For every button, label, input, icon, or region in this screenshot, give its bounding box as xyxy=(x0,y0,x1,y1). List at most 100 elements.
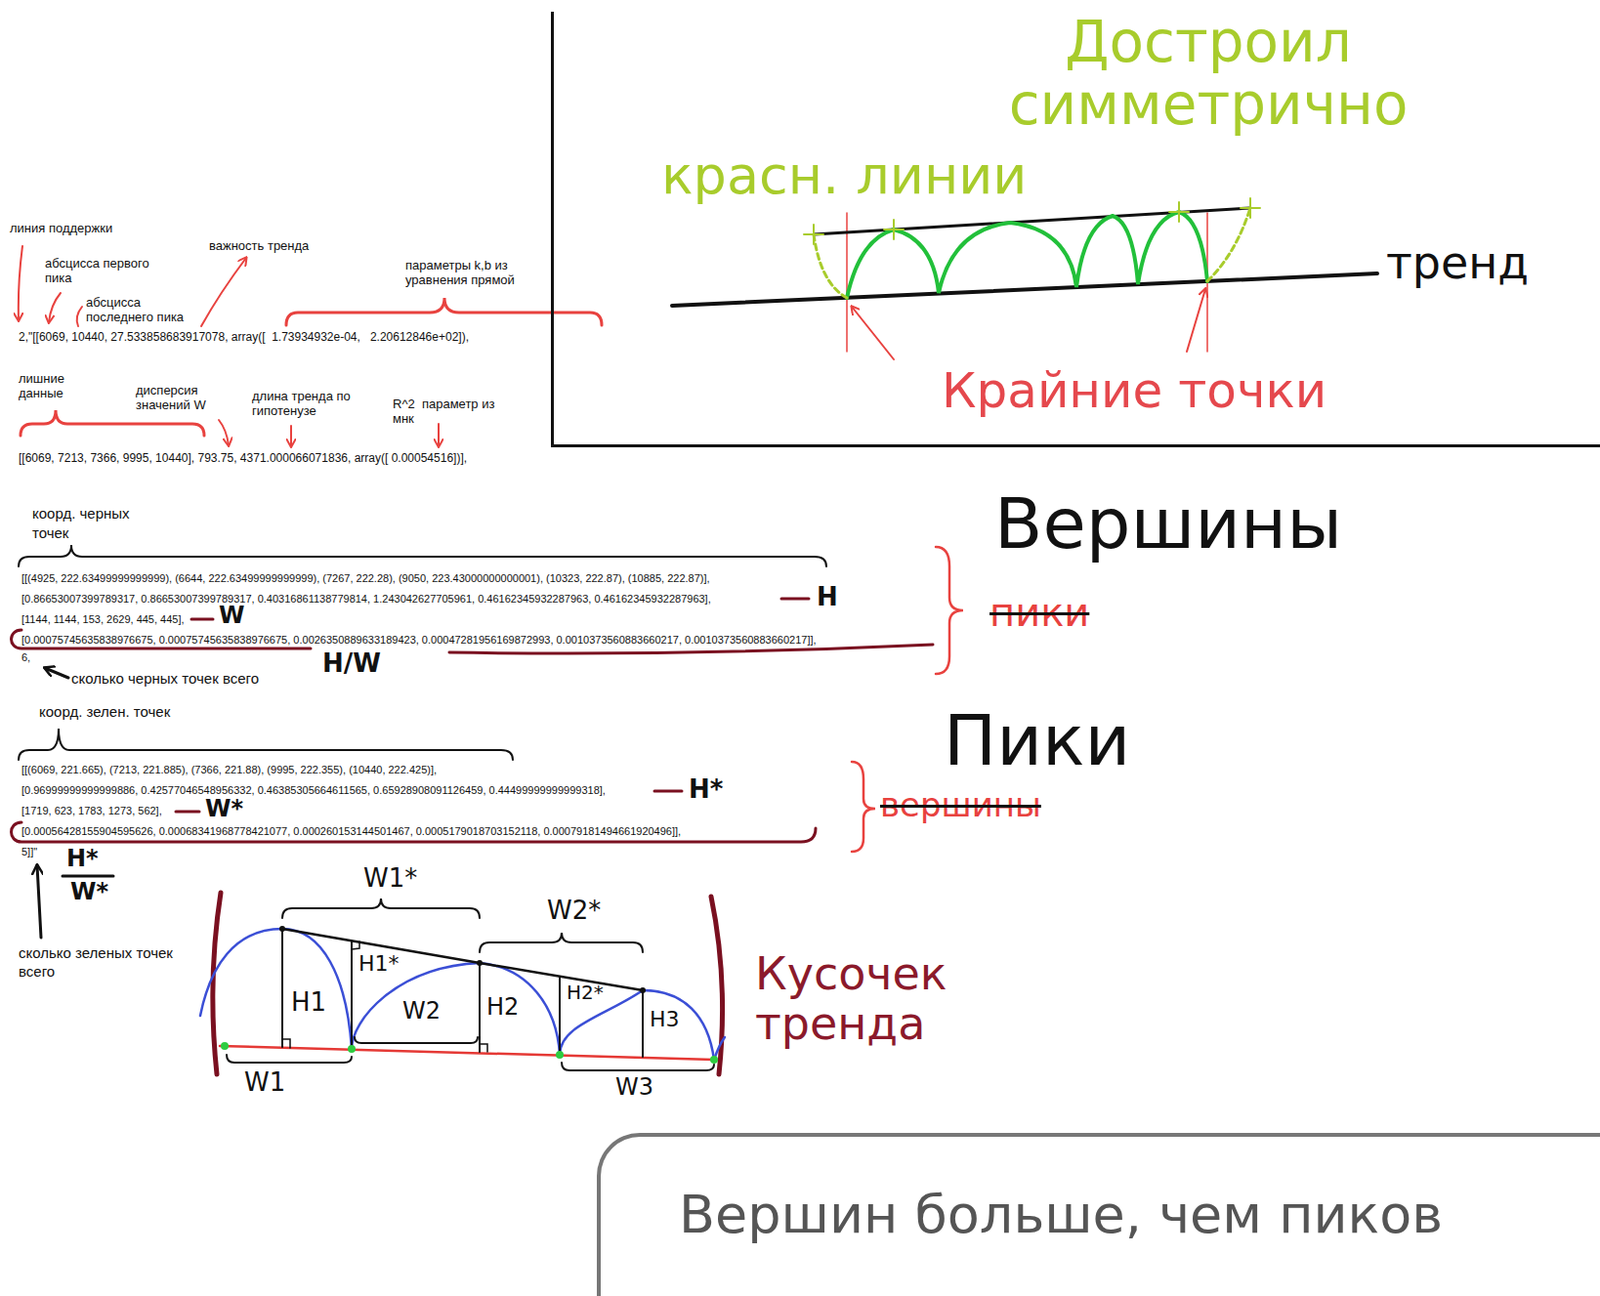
variable-label: W* xyxy=(205,797,244,821)
blue-arc xyxy=(479,963,560,1055)
black-point xyxy=(279,926,286,932)
black-point xyxy=(476,960,483,967)
leader-arrow xyxy=(201,257,247,327)
annotation-label: параметры k,b из уравнения прямой xyxy=(405,257,531,288)
black-braces xyxy=(18,545,827,938)
dimension-label: H3 xyxy=(649,1008,680,1032)
handwritten-heading: Вершины xyxy=(994,488,1343,559)
handwritten-note: тренд xyxy=(1386,236,1529,291)
handwritten-note: Достроил симметрично xyxy=(876,11,1541,137)
handwritten-note: красн. линии xyxy=(661,144,1027,209)
green-point xyxy=(347,1045,356,1053)
width-bracket xyxy=(354,1037,478,1044)
data-line: 2,"[[6069, 10440, 27.533858683917078, ar… xyxy=(18,330,469,344)
data-line: [0.96999999999999886, 0.4257704654895633… xyxy=(21,784,606,798)
handwritten-heading: Кусочек тренда xyxy=(755,949,1078,1049)
annotation-label: сколько черных точек всего xyxy=(71,670,259,688)
struck-word: пики xyxy=(989,591,1090,633)
variable-label: H* xyxy=(688,776,723,802)
curly-bracket xyxy=(851,761,876,852)
annotation-label: R^2 параметр из мнк xyxy=(392,396,512,426)
leader-arrow xyxy=(48,293,61,323)
right-angle-marks xyxy=(282,941,488,1053)
blue-arc xyxy=(642,990,715,1060)
data-line: [[6069, 7213, 7366, 9995, 10440], 793.75… xyxy=(18,451,467,465)
curly-bracket xyxy=(935,547,964,674)
data-line: [1719, 623, 1783, 1273, 562], xyxy=(21,804,163,818)
annotation-label: линия поддержки xyxy=(9,220,113,237)
leader-arrow xyxy=(18,246,23,321)
data-line: 6, xyxy=(21,651,31,665)
fraction-bar xyxy=(62,875,114,879)
pointer-arrow xyxy=(851,306,894,360)
annotation-label: дисперсия значений W xyxy=(135,382,222,413)
fraction-denominator: W* xyxy=(70,879,109,905)
annotation-label: лишние данные xyxy=(18,371,80,401)
trend-piece-sketch xyxy=(200,892,725,1075)
curly-brace xyxy=(18,545,827,567)
dimension-label: H2* xyxy=(566,981,604,1004)
blue-arc xyxy=(200,928,283,1016)
data-line: [0.86653007399789317, 0.8665300739978931… xyxy=(21,592,712,606)
leader-arrow xyxy=(218,420,229,446)
leader-arrow xyxy=(437,423,440,447)
curly-brace xyxy=(18,728,513,760)
dark-red-marks xyxy=(11,598,934,843)
fraction-numerator: H* xyxy=(66,845,99,872)
dimension-label: W1 xyxy=(244,1068,286,1097)
data-line: 5]]" xyxy=(21,845,38,859)
green-point xyxy=(220,1042,229,1051)
pointer-arrow xyxy=(1186,289,1206,352)
variable-label: H xyxy=(816,584,839,610)
annotation-arrows xyxy=(18,246,964,852)
handwritten-note: Вершин больше, чем пиков xyxy=(678,1183,1443,1248)
symmetric-extension xyxy=(813,234,847,298)
data-line: [[(4925, 222.63499999999999), (6644, 222… xyxy=(21,572,711,586)
blue-arc xyxy=(351,963,480,1050)
dimension-label: H2 xyxy=(486,994,519,1020)
dimension-label: W1* xyxy=(363,864,418,893)
leader-arrow xyxy=(290,425,293,447)
baseline xyxy=(219,1046,715,1060)
trend-line xyxy=(672,273,1378,306)
data-line: [0.00075745635838976675, 0.0007574563583… xyxy=(21,633,817,647)
data-line: [1144, 1144, 153, 2629, 445, 445], xyxy=(21,613,185,627)
leader-dash xyxy=(191,618,213,622)
height-lines xyxy=(282,928,643,1057)
green-point xyxy=(710,1055,718,1064)
leader-dash xyxy=(175,810,200,814)
curly-brace xyxy=(479,932,643,953)
conclusion-box: Вершин больше, чем пиков xyxy=(596,1133,1600,1296)
symmetric-extension xyxy=(1207,208,1251,282)
annotation-label: коорд. зелен. точек xyxy=(39,703,170,721)
leader-dash xyxy=(781,597,809,601)
handwritten-note: Крайние точки xyxy=(941,361,1327,421)
leader-hook xyxy=(77,306,83,327)
row-underline xyxy=(449,644,933,654)
sketch-frame: Достроил симметрично красн. линии трендКра… xyxy=(550,11,1600,448)
dimension-label: H1* xyxy=(358,952,400,976)
data-line: [[(6069, 221.665), (7213, 221.885), (736… xyxy=(21,763,437,777)
leader-dash xyxy=(654,790,682,794)
dimension-label: H1 xyxy=(291,988,327,1017)
annotation-label: важность тренда xyxy=(209,238,309,254)
annotation-label: длина тренда по гипотенузе xyxy=(252,388,368,419)
dimension-label: W2 xyxy=(402,998,441,1024)
variable-label: H/W xyxy=(322,650,381,676)
width-bracket xyxy=(561,1062,715,1071)
pointer-arrow xyxy=(44,668,69,678)
black-point xyxy=(639,987,646,994)
row-underline xyxy=(11,822,817,843)
curly-brace xyxy=(282,898,480,919)
green-arcs xyxy=(846,211,1208,298)
variable-label: W xyxy=(218,603,245,628)
width-bracket xyxy=(226,1054,352,1063)
curly-brace xyxy=(20,410,205,436)
handwritten-heading: Пики xyxy=(943,705,1131,776)
data-line: [0.00056428155904595626, 0.0006834196877… xyxy=(21,825,681,839)
dimension-label: W2* xyxy=(547,896,601,926)
annotation-label: сколько зеленых точек всего xyxy=(18,943,185,981)
annotation-label: абсцисса первого пика xyxy=(44,255,168,286)
annotation-label: абсцисса последнего пика xyxy=(85,294,199,325)
